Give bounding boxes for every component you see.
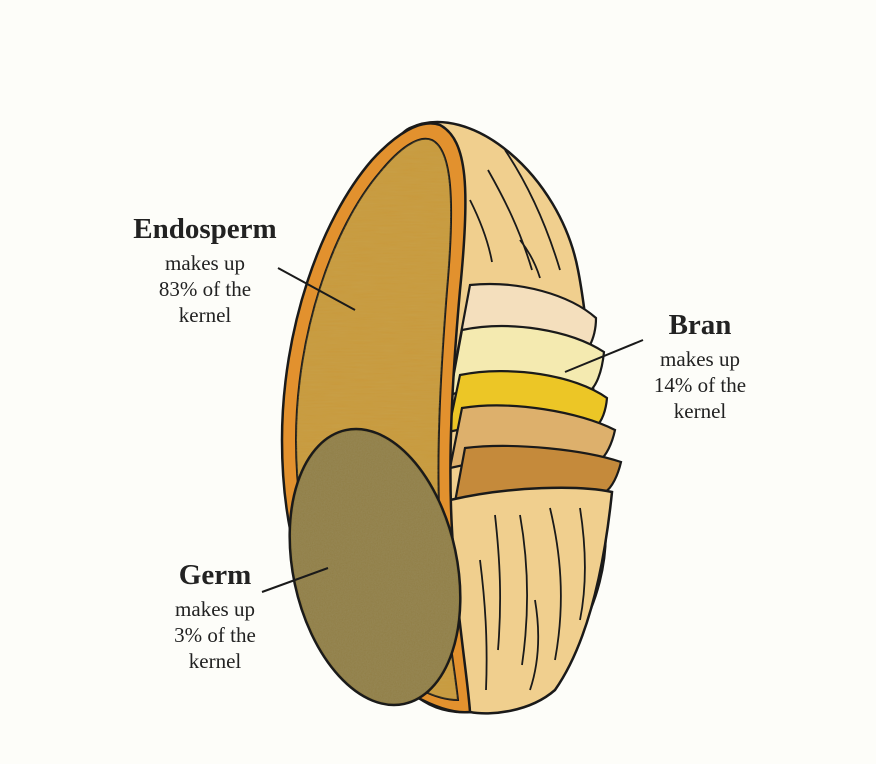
endosperm-title: Endosperm [133,213,277,245]
bran-desc-1: makes up [660,347,740,371]
bran-desc-3: kernel [673,399,727,423]
bran-leader-line [564,339,644,373]
husk-fibers-bottom [479,507,586,691]
endosperm-desc-3: kernel [178,303,232,327]
endosperm-desc-2: 83% of the [158,277,252,301]
germ-label: Germ makes up 3% of the kernel [140,558,290,674]
husk-fibers-top [469,149,561,279]
germ-desc-1: makes up [175,597,255,621]
germ-desc-3: kernel [188,649,242,673]
bran-title: Bran [668,309,732,341]
kernel-husk-flap [448,486,614,715]
germ-title: Germ [178,559,252,591]
germ-leader-line [261,567,329,593]
bran-layers [446,283,623,504]
endosperm-label: Endosperm makes up 83% of the kernel [110,212,300,328]
endosperm-desc-1: makes up [165,251,245,275]
germ-texture [291,430,459,704]
bran-label: Bran makes up 14% of the kernel [620,308,780,424]
germ-desc-2: 3% of the [174,623,256,647]
endosperm-leader-line [277,267,356,311]
bran-desc-2: 14% of the [653,373,747,397]
